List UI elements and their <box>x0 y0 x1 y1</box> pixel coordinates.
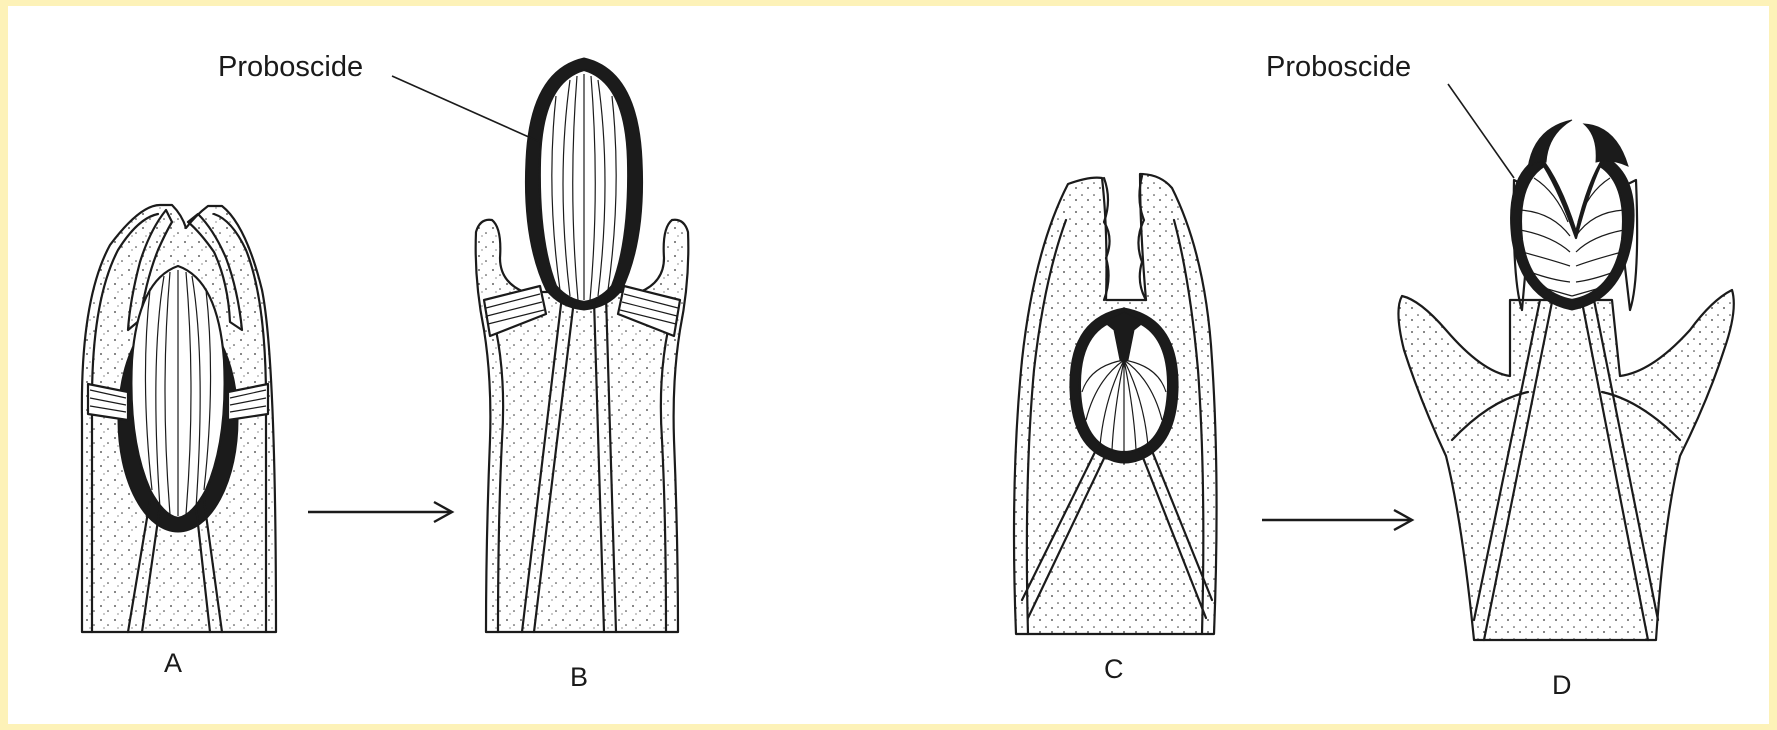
proboscis-label-left: Proboscide <box>218 51 363 83</box>
panel-a-label: A <box>164 648 182 678</box>
panel-d-label: D <box>1552 670 1572 700</box>
arrow-c-to-d <box>1262 510 1412 530</box>
proboscis-leader-line-right <box>1448 84 1514 178</box>
panel-c-illustration <box>1014 174 1217 634</box>
proboscis-label-right: Proboscide <box>1266 51 1411 83</box>
panel-d-illustration <box>1398 120 1733 640</box>
proboscis-leader-line-left <box>392 76 540 142</box>
arrow-a-to-b <box>308 502 452 522</box>
panel-b-label: B <box>570 662 588 692</box>
panel-c-label: C <box>1104 654 1124 684</box>
panel-b-illustration <box>476 58 689 632</box>
panel-a-illustration <box>82 205 276 632</box>
